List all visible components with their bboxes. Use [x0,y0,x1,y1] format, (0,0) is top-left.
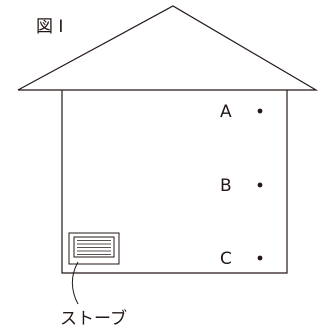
figure-label: 図 I [36,17,63,37]
point-b-label: B [220,176,232,196]
point-c-label: C [220,249,232,269]
point-b-dot [257,182,263,188]
heater-icon [68,232,120,265]
point-a-label: A [220,102,232,122]
point-c-dot [257,255,263,261]
house-walls [61,90,288,274]
point-a-dot [257,108,263,114]
house-roof [17,5,319,91]
heater-label: ストーブ [60,308,127,329]
heater-leader-line [71,261,79,305]
